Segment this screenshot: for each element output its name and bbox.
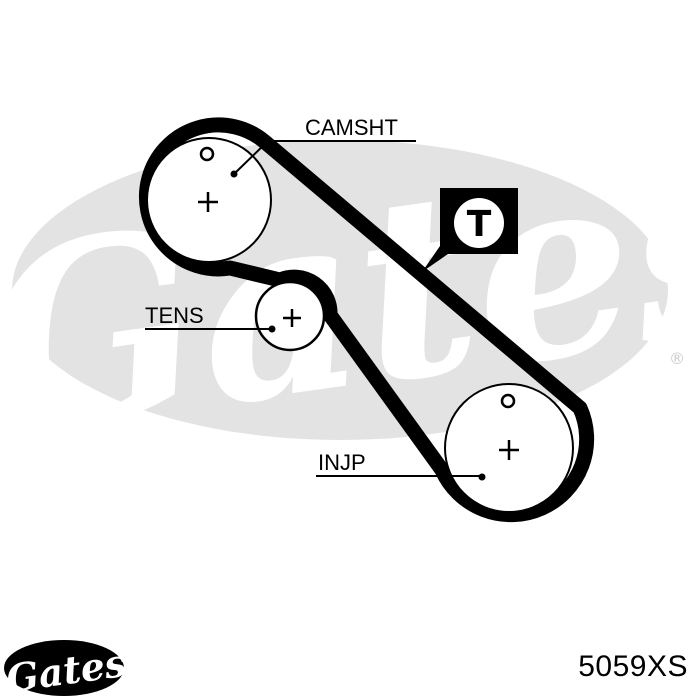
timing-belt (138, 117, 595, 523)
gates-logo: Gates (3, 640, 128, 700)
part-number: 5059XS (578, 650, 688, 683)
camshaft-label: CAMSHT (305, 115, 398, 140)
tensioner-pulley (254, 280, 326, 352)
registered-mark: ® (669, 349, 685, 368)
leader-lines (145, 140, 482, 477)
injection-pump-label: INJP (318, 450, 366, 475)
watermark-text: Gates (0, 91, 700, 492)
tensioner-badge: T (422, 188, 518, 272)
badge-letter: T (467, 204, 492, 245)
gates-watermark: Gates ® (0, 91, 700, 492)
tensioner-label: TENS (145, 303, 204, 328)
injection-pump-pulley (444, 383, 574, 513)
